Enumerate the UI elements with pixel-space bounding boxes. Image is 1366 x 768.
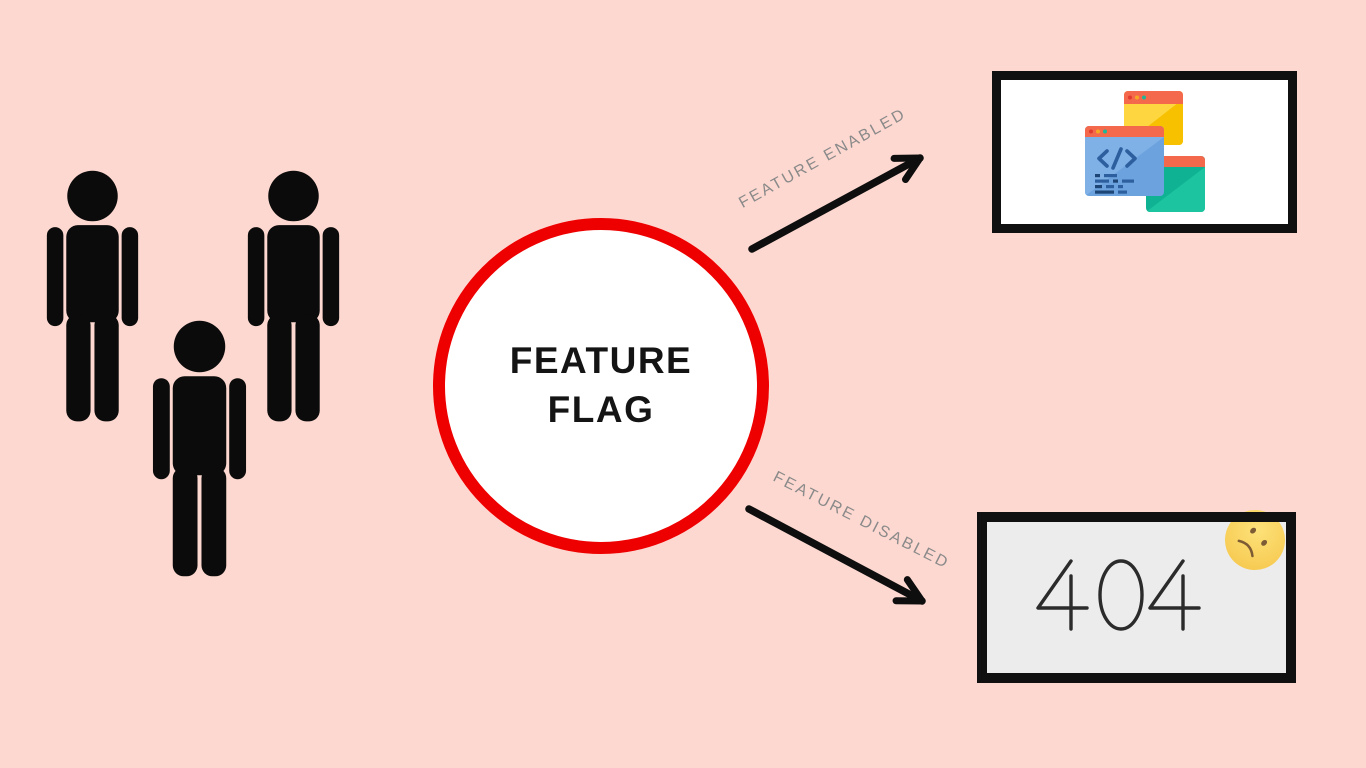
person-icon <box>247 170 340 422</box>
person-icon <box>46 170 139 422</box>
error-code-404: 404 <box>1036 559 1201 631</box>
sad-face-icon <box>1224 509 1286 571</box>
yellow-window-icon <box>1123 91 1183 145</box>
error-box-border <box>977 512 1296 683</box>
feature-flag-label-line1: FEATURE <box>509 340 693 382</box>
face-eye <box>1250 527 1257 534</box>
person-icon <box>152 320 247 577</box>
code-brackets-icon <box>1096 147 1137 170</box>
face-frown <box>1237 539 1254 558</box>
error-404-box: 404 <box>977 509 1296 683</box>
feature-flag-node: FEATURE FLAG <box>433 218 769 554</box>
disabled-arrow <box>745 505 926 605</box>
face-eye <box>1261 539 1268 546</box>
enabled-arrow-label: FEATURE ENABLED <box>736 105 910 212</box>
code-window-icon <box>1084 126 1164 196</box>
feature-flag-label-line2: FLAG <box>547 389 655 430</box>
code-windows-icon <box>1084 91 1205 212</box>
disabled-arrow-label: FEATURE DISABLED <box>770 468 953 573</box>
enabled-arrow <box>748 154 924 253</box>
code-lines-icon <box>1094 174 1134 194</box>
app-window-box <box>992 71 1297 233</box>
